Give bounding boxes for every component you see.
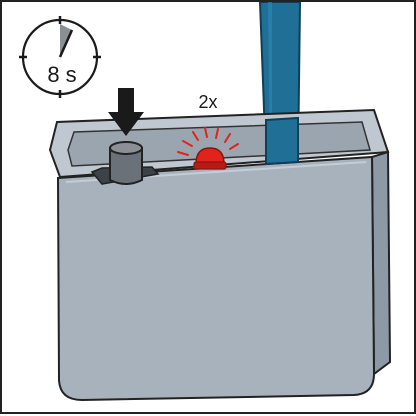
press-arrow-icon (108, 88, 144, 136)
led-glow-rays (177, 127, 239, 156)
cable-entry (265, 116, 299, 166)
stopwatch-icon: 8 s (19, 16, 101, 98)
timer-label: 8 s (47, 62, 76, 87)
push-button (90, 141, 160, 185)
clock-hand (58, 29, 74, 58)
blink-count-label: 2x (198, 92, 217, 112)
device-housing (48, 108, 392, 402)
led-indicator (193, 147, 227, 170)
